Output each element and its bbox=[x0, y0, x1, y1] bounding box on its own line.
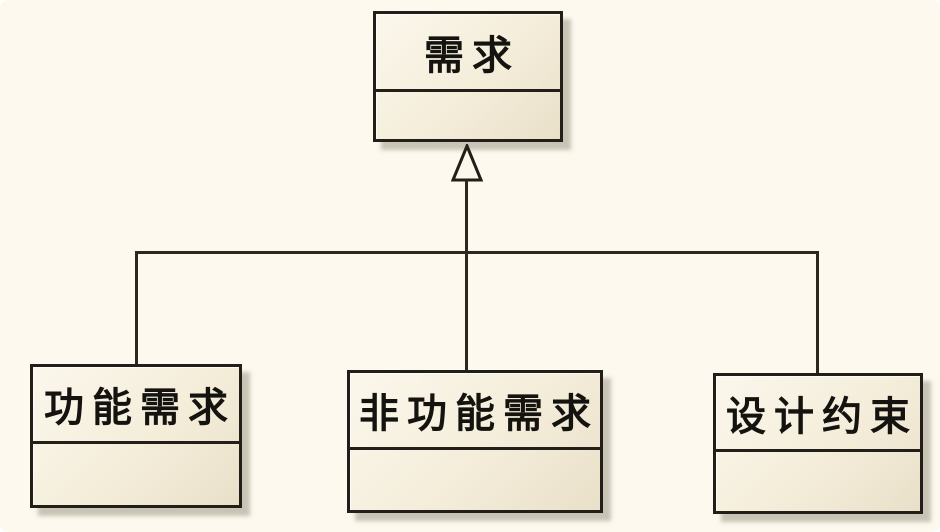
class-attributes-compartment bbox=[33, 444, 239, 505]
class-node-nonfunctional-requirement[interactable]: 非功能需求 bbox=[347, 370, 603, 513]
connector-left-drop-line bbox=[135, 251, 138, 364]
connector-trunk-line bbox=[465, 180, 468, 370]
generalization-triangle-icon bbox=[451, 144, 483, 182]
class-node-functional-requirement[interactable]: 功能需求 bbox=[30, 364, 242, 508]
class-name-label: 需求 bbox=[376, 14, 560, 92]
class-node-design-constraint[interactable]: 设计约束 bbox=[713, 373, 923, 514]
connector-horizontal-line bbox=[135, 251, 819, 254]
class-node-requirement[interactable]: 需求 bbox=[373, 11, 563, 142]
class-name-label: 功能需求 bbox=[33, 367, 239, 444]
class-attributes-compartment bbox=[716, 452, 920, 511]
class-attributes-compartment bbox=[350, 450, 600, 510]
class-name-label: 非功能需求 bbox=[350, 373, 600, 450]
class-name-label: 设计约束 bbox=[716, 376, 920, 452]
connector-right-drop-line bbox=[816, 251, 819, 373]
class-attributes-compartment bbox=[376, 92, 560, 139]
